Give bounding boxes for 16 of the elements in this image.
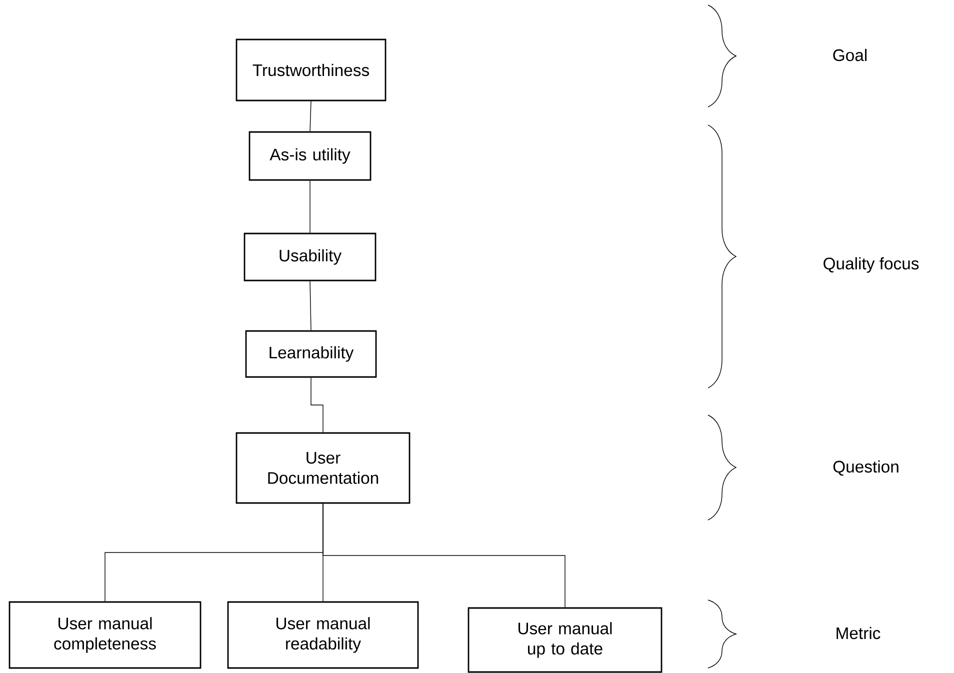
connector-line [310, 100, 312, 132]
process-box: Learnability [245, 330, 377, 378]
level-label: Question [833, 460, 898, 476]
connector-line [322, 503, 566, 608]
process-box: User Documentation [236, 432, 410, 504]
process-box: As-is utility [248, 131, 372, 181]
process-box: Usability [244, 232, 376, 282]
process-box: User manual completeness [8, 601, 202, 669]
connector-line [310, 377, 324, 433]
connector-line [310, 280, 312, 331]
process-box: User manual readability [227, 601, 419, 669]
level-label: Metric [836, 626, 880, 640]
level-label: Goal [833, 48, 867, 62]
process-box: User manual up to date [468, 607, 662, 673]
level-label: Quality focus [824, 257, 919, 273]
process-box: Trustworthiness [236, 38, 386, 102]
